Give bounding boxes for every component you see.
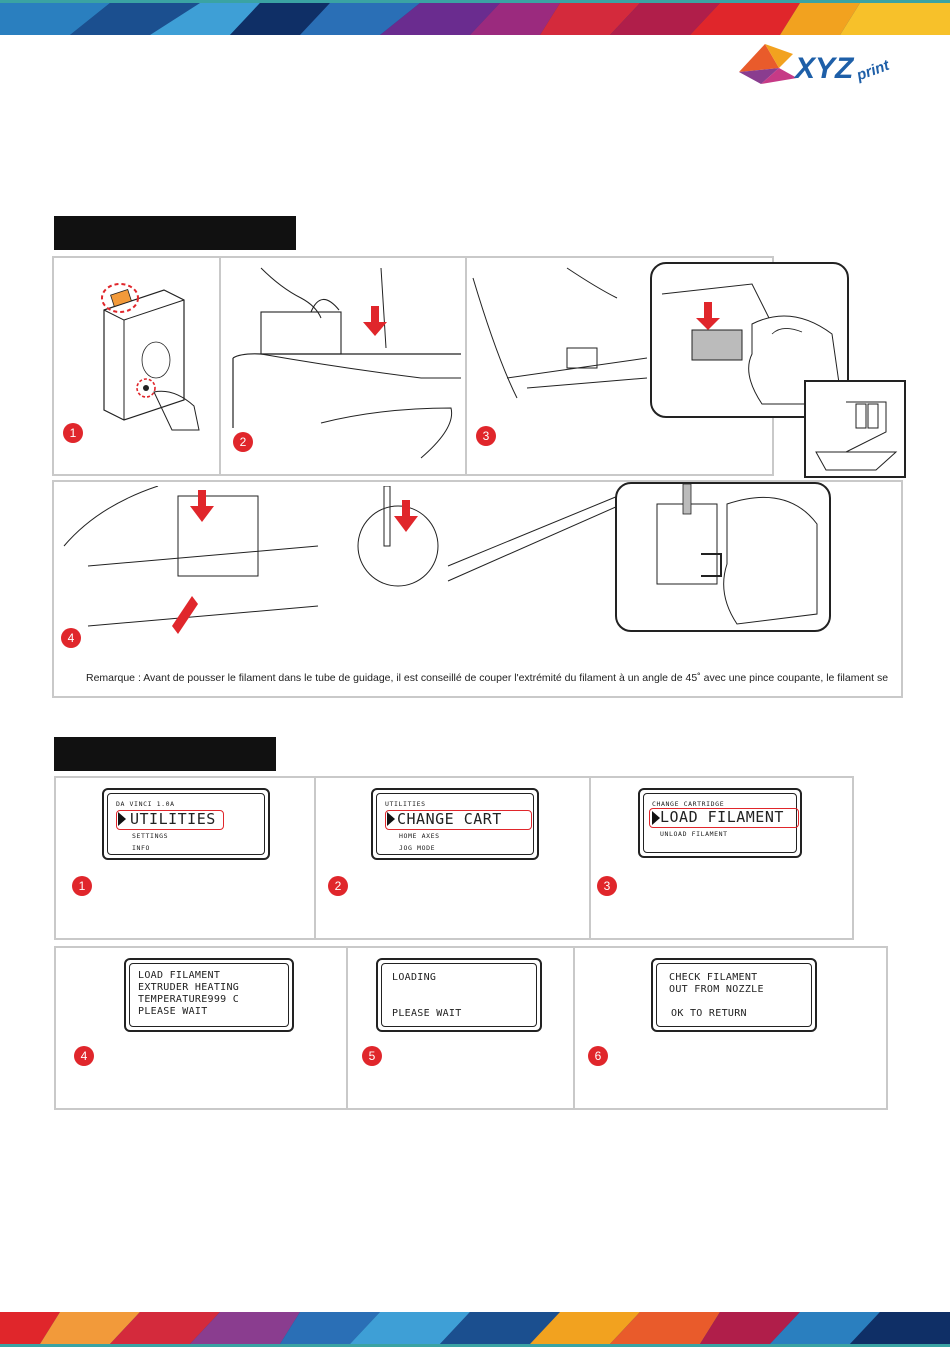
printer-insert-illustration bbox=[232, 267, 461, 459]
section2-row2-panel: LOAD FILAMENT EXTRUDER HEATING TEMPERATU… bbox=[54, 946, 888, 1110]
xyzprinting-logo: XYZ print bbox=[735, 38, 905, 98]
lcd-text-line: OK TO RETURN bbox=[671, 1008, 747, 1019]
lcd-screen-loading: LOADING PLEASE WAIT bbox=[376, 958, 542, 1032]
lcd-step4-cell: LOAD FILAMENT EXTRUDER HEATING TEMPERATU… bbox=[56, 948, 348, 1108]
lcd-text-line: LOADING bbox=[392, 972, 437, 983]
lcd-screen-heating: LOAD FILAMENT EXTRUDER HEATING TEMPERATU… bbox=[124, 958, 294, 1032]
step4-zoom-callout bbox=[615, 482, 831, 632]
lcd-screen-utilities: DA VINCI 1.0A UTILITIES SETTINGS INFO bbox=[102, 788, 270, 860]
lcd-selected-item: LOAD FILAMENT bbox=[660, 808, 784, 826]
lcd-top-line: CHANGE CARTRIDGE bbox=[652, 800, 725, 808]
lcd-text-line: PLEASE WAIT bbox=[392, 1008, 462, 1019]
lcd-step5-cell: LOADING PLEASE WAIT 5 bbox=[348, 948, 575, 1108]
selection-arrow-icon bbox=[118, 812, 126, 826]
section1-header-bar bbox=[54, 216, 296, 250]
lcd-step1-cell: DA VINCI 1.0A UTILITIES SETTINGS INFO 1 bbox=[56, 778, 316, 938]
lcd-top-line: DA VINCI 1.0A bbox=[116, 800, 175, 808]
lcd-step2-cell: UTILITIES CHANGE CART HOME AXES JOG MODE… bbox=[316, 778, 591, 938]
svg-text:print: print bbox=[853, 57, 892, 85]
step-number-badge: 2 bbox=[328, 876, 348, 896]
lcd-screen-check-filament: CHECK FILAMENT OUT FROM NOZZLE OK TO RET… bbox=[651, 958, 817, 1032]
lcd-text-line: EXTRUDER HEATING bbox=[138, 982, 240, 993]
lcd-menu-item: INFO bbox=[132, 844, 151, 852]
lcd-selection-highlight bbox=[385, 810, 532, 830]
lcd-screen-load-filament: CHANGE CARTRIDGE LOAD FILAMENT UNLOAD FI… bbox=[638, 788, 802, 858]
step-number-badge: 3 bbox=[597, 876, 617, 896]
lcd-menu-item: HOME AXES bbox=[399, 832, 440, 840]
section1-row2-panel: 4 Remarque : Avant de pousser le filamen… bbox=[52, 480, 903, 698]
selection-arrow-icon bbox=[652, 811, 660, 825]
step2-cell: 2 bbox=[221, 258, 467, 474]
step-number-badge: 4 bbox=[74, 1046, 94, 1066]
lcd-text-line: PLEASE WAIT bbox=[138, 1006, 208, 1017]
lcd-menu-item: JOG MODE bbox=[399, 844, 436, 852]
step3-zoom-callout bbox=[650, 262, 849, 418]
lcd-step3-cell: CHANGE CARTRIDGE LOAD FILAMENT UNLOAD FI… bbox=[591, 778, 852, 938]
lcd-menu-item: SETTINGS bbox=[132, 832, 169, 840]
lcd-selection-highlight bbox=[649, 808, 799, 828]
step-number-badge: 5 bbox=[362, 1046, 382, 1066]
lcd-text-line: CHECK FILAMENT bbox=[669, 972, 758, 983]
printer-inside-illustration bbox=[472, 267, 647, 399]
filament-note: Remarque : Avant de pousser le filament … bbox=[86, 672, 889, 684]
cartridge-illustration bbox=[101, 283, 200, 431]
lcd-text-line: OUT FROM NOZZLE bbox=[669, 984, 764, 995]
step-number-badge: 3 bbox=[476, 426, 496, 446]
lcd-selected-item: CHANGE CART bbox=[397, 810, 502, 828]
lcd-selection-highlight bbox=[116, 810, 224, 830]
step-number-badge: 1 bbox=[63, 423, 83, 443]
lcd-selected-item: UTILITIES bbox=[130, 810, 216, 828]
lcd-text-line: TEMPERATURE999 C bbox=[138, 994, 240, 1005]
svg-text:XYZ: XYZ bbox=[793, 52, 855, 85]
top-decorative-band bbox=[0, 0, 950, 35]
step-number-badge: 4 bbox=[61, 628, 81, 648]
lcd-text-line: LOAD FILAMENT bbox=[138, 970, 221, 981]
section2-header-bar bbox=[54, 737, 276, 771]
selection-arrow-icon bbox=[387, 812, 395, 826]
section2-row1-panel: DA VINCI 1.0A UTILITIES SETTINGS INFO 1 … bbox=[54, 776, 854, 940]
bottom-decorative-band bbox=[0, 1312, 950, 1347]
lcd-screen-change-cart: UTILITIES CHANGE CART HOME AXES JOG MODE bbox=[371, 788, 539, 860]
step1-cell: 1 bbox=[54, 258, 221, 474]
step3-cell: 3 bbox=[467, 258, 772, 474]
step-number-badge: 2 bbox=[233, 432, 253, 452]
step3-inset-box bbox=[804, 380, 906, 478]
lcd-step6-cell: CHECK FILAMENT OUT FROM NOZZLE OK TO RET… bbox=[575, 948, 886, 1108]
lcd-menu-item: UNLOAD FILAMENT bbox=[660, 830, 728, 838]
printhead-illustration bbox=[63, 486, 619, 634]
step-number-badge: 1 bbox=[72, 876, 92, 896]
step-number-badge: 6 bbox=[588, 1046, 608, 1066]
lcd-top-line: UTILITIES bbox=[385, 800, 426, 808]
